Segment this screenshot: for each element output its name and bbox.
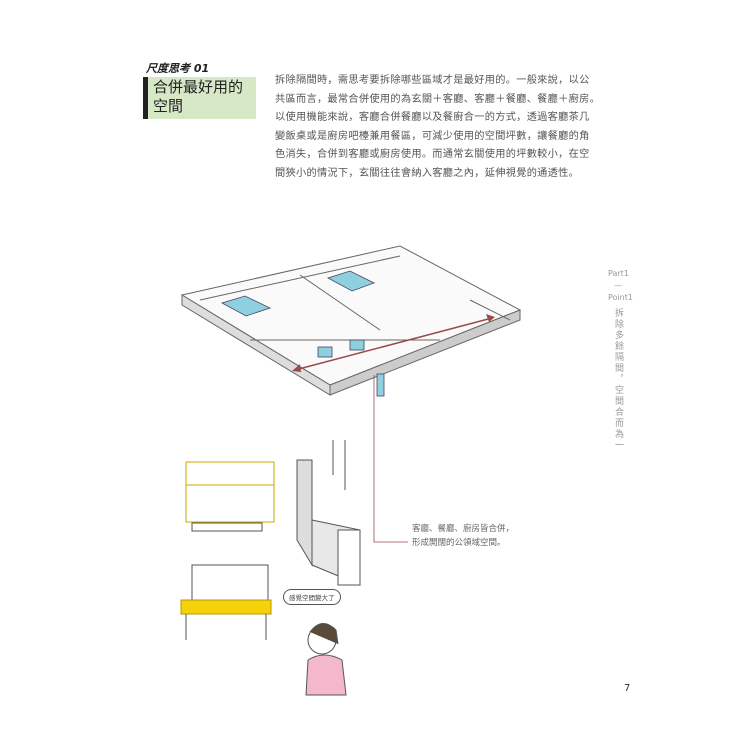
body-line: 色消失，合併到客廳或廚房使用。而通常玄關使用的坪數較小，在空 xyxy=(275,149,590,160)
body-line: 以使用機能來說，客廳合併餐廳以及餐廚合一的方式，透過客廳茶几 xyxy=(275,112,590,123)
body-line: 變飯桌或是廚房吧檯兼用餐區，可減少使用的空間坪數，讓餐廳的角 xyxy=(275,130,590,142)
chapter-title: 拆除多餘隔間，空間合而為一 xyxy=(613,308,623,451)
illustration-caption: 客廳、餐廳、廚房皆合併， 形成開闊的公領域空間。 xyxy=(412,522,514,550)
body-line: 共區而言，最常合併使用的為玄關＋客廳、客廳＋餐廳、餐廳＋廚房。 xyxy=(275,93,601,105)
body-line: 拆除隔間時，需思考要拆除哪些區域才是最好用的。一般來說，以公 xyxy=(275,75,590,86)
body-line: 間狹小的情況下，玄關往往會納入客廳之內，延伸視覺的通透性。 xyxy=(275,167,580,179)
point-label: Point1 xyxy=(608,293,633,302)
caption-line: 客廳、餐廳、廚房皆合併， xyxy=(412,524,515,534)
body-text: 拆除隔間時，需思考要拆除哪些區域才是最好用的。一般來說，以公 共區而言，最常合併… xyxy=(275,72,605,183)
caption-line: 形成開闊的公領域空間。 xyxy=(412,538,506,548)
section-kicker: 尺度思考 01 xyxy=(146,62,210,75)
title-line: 合併最好用的 xyxy=(153,78,244,96)
divider: — xyxy=(614,281,622,290)
speech-bubble: 感覺空間變大了 xyxy=(283,589,341,605)
page-number: 7 xyxy=(624,683,631,694)
title-line: 空間 xyxy=(153,97,184,115)
section-title: 合併最好用的 空間 xyxy=(143,77,256,119)
part-label: Part1 xyxy=(608,269,629,278)
chapter-sidebar: Part1 — Point1 拆除多餘隔間，空間合而為一 xyxy=(608,268,633,455)
